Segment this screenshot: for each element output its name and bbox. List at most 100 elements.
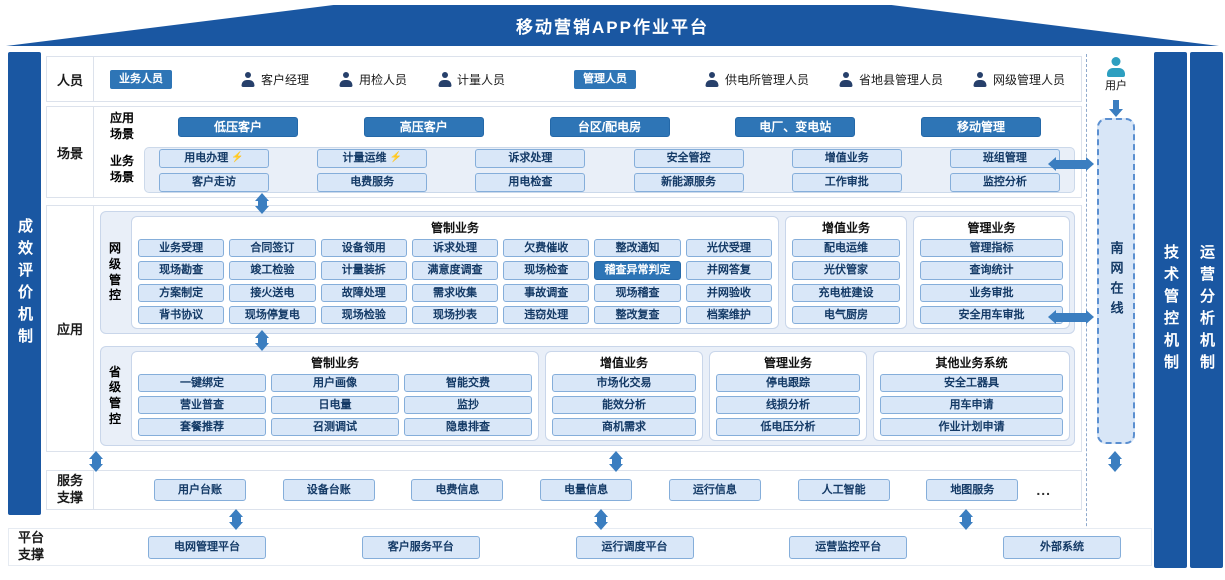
- net-regulated-chip: 背书协议: [138, 305, 225, 324]
- biz-scene-chip-label: 工作审批: [824, 175, 869, 188]
- net-valueadd-panel: 增值业务 配电运维光伏管家充电桩建设电气厨房: [785, 216, 907, 329]
- net-regulated-chip: 合同签订: [229, 239, 316, 258]
- net-regulated-chip-label: 背书协议: [159, 308, 204, 321]
- service-chip: 用户台账: [154, 479, 246, 501]
- net-regulated-chip: 需求收集: [411, 283, 499, 302]
- net-regulated-chip-label: 现场停复电: [244, 308, 300, 321]
- person-item: 客户经理: [241, 71, 309, 88]
- user-block: 用户: [1092, 57, 1140, 93]
- prov-management-chip-label: 低电压分析: [760, 421, 816, 433]
- net-regulated-chip-label: 方案制定: [159, 286, 204, 299]
- platform-chip: 客户服务平台: [361, 535, 480, 559]
- net-regulated-chip: 违窃处理: [503, 305, 590, 324]
- platform-chip-label: 客户服务平台: [387, 540, 454, 553]
- prov-valueadd-chip: 市场化交易: [552, 374, 696, 392]
- personnel-band: 人员 业务人员 客户经理用检人员计量人员 管理人员 供电所管理人员省地县管理人员…: [46, 56, 1082, 102]
- person-item: 省地县管理人员: [839, 71, 943, 88]
- net-valueadd-chip: 充电桩建设: [792, 283, 900, 302]
- platform-support-band: 平台支撑 电网管理平台客户服务平台运行调度平台运营监控平台外部系统: [8, 528, 1152, 566]
- net-regulated-chip-label: 满意度调查: [427, 264, 483, 277]
- prov-regulated-chip: 日电量: [271, 396, 399, 414]
- service-chips: 用户台账设备台账电费信息电量信息运行信息人工智能地图服务: [154, 479, 1019, 501]
- person-icon: [705, 72, 720, 87]
- business-staff-members: 客户经理用检人员计量人员: [241, 71, 505, 88]
- net-valueadd-chip-label: 充电桩建设: [818, 286, 874, 299]
- person-item-label: 省地县管理人员: [858, 72, 943, 87]
- biz-scene-chip: 班组管理: [949, 148, 1060, 168]
- net-management-chip-label: 业务审批: [969, 286, 1014, 299]
- net-management-grid: 管理指标查询统计业务审批安全用车审批: [920, 239, 1063, 324]
- updown-arrow-icon: [594, 509, 608, 530]
- net-regulated-chip: 现场稽查: [594, 283, 681, 302]
- updown-arrow-icon: [255, 193, 269, 214]
- tech-mechanism-label: 技术管控机制: [1162, 244, 1179, 376]
- service-chip: 设备台账: [282, 479, 375, 501]
- net-regulated-chip: 业务受理: [138, 239, 225, 258]
- net-regulated-chip-label: 欠费催收: [524, 242, 569, 255]
- person-item-label: 供电所管理人员: [724, 72, 809, 87]
- business-staff-tag: 业务人员: [110, 69, 172, 89]
- app-scene-row: 应用场景 低压客户高压客户台区/配电房电厂、变电站移动管理: [100, 111, 1075, 143]
- service-chip: 人工智能: [797, 479, 890, 501]
- app-scene-chip: 电厂、变电站: [735, 117, 856, 137]
- person-item: 网级管理人员: [973, 71, 1065, 88]
- prov-valueadd-chip: 商机需求: [552, 418, 696, 436]
- manager-staff-tag: 管理人员: [573, 69, 636, 89]
- net-regulated-grid: 业务受理合同签订设备领用诉求处理欠费催收整改通知光伏受理现场勘查竣工检验计量装拆…: [138, 239, 772, 324]
- user-icon: [1106, 57, 1126, 77]
- platform-chips: 电网管理平台客户服务平台运行调度平台运营监控平台外部系统: [53, 529, 1151, 565]
- updown-arrow-icon: [229, 509, 243, 530]
- net-management-panel: 管理业务 管理指标查询统计业务审批安全用车审批: [913, 216, 1070, 329]
- net-regulated-chip: 计量装拆: [320, 261, 407, 280]
- biz-scene-chip: 电费服务: [317, 172, 428, 192]
- service-chip: 运行信息: [668, 479, 761, 501]
- prov-valueadd-grid: 市场化交易能效分析商机需求: [552, 374, 696, 436]
- service-chip: 电量信息: [540, 479, 633, 501]
- prov-regulated-chip: 监抄: [404, 396, 532, 414]
- net-regulated-chip: 光伏受理: [685, 239, 772, 258]
- net-regulated-chip-label: 档案维护: [706, 308, 751, 321]
- net-valueadd-grid: 配电运维光伏管家充电桩建设电气厨房: [792, 239, 900, 324]
- updown-arrow-icon: [255, 330, 269, 351]
- updown-arrow-icon: [89, 451, 103, 472]
- net-regulated-chip: 接火送电: [229, 283, 316, 302]
- service-chip-label: 人工智能: [821, 484, 866, 496]
- platform-chip: 运行调度平台: [575, 535, 694, 559]
- prov-regulated-chip-label: 隐患排查: [446, 421, 490, 433]
- net-regulated-chip-label: 接火送电: [250, 286, 295, 299]
- prov-regulated-chip-label: 营业普查: [180, 399, 224, 411]
- prov-other-grid: 安全工器具用车申请作业计划申请: [880, 374, 1063, 436]
- prov-other-chip: 用车申请: [880, 396, 1063, 414]
- net-regulated-chip-label: 整改通知: [615, 242, 660, 255]
- person-icon: [241, 72, 256, 87]
- service-chip-label: 电费信息: [435, 484, 480, 496]
- biz-scene-chip-label: 客户走访: [192, 175, 236, 188]
- app-badge-icon: ⚡: [231, 152, 244, 163]
- updown-arrow-icon: [609, 451, 623, 472]
- prov-regulated-chip-label: 日电量: [318, 399, 352, 411]
- net-management-chip: 管理指标: [920, 239, 1063, 258]
- net-regulated-chip: 故障处理: [320, 283, 407, 302]
- platform-chip-label: 电网管理平台: [174, 540, 240, 553]
- prov-regulated-chip: 一键绑定: [138, 374, 266, 392]
- net-regulated-chip-label: 故障处理: [341, 286, 386, 299]
- net-regulated-chip: 竣工检验: [229, 261, 316, 280]
- net-regulated-chip: 设备领用: [320, 239, 407, 258]
- net-regulated-chip: 档案维护: [685, 305, 772, 324]
- net-regulated-chip: 现场抄表: [411, 305, 499, 324]
- more-ellipsis: ...: [1036, 482, 1051, 498]
- prov-management-chip: 低电压分析: [716, 418, 860, 436]
- person-item: 供电所管理人员: [705, 71, 809, 88]
- prov-management-chip: 线损分析: [716, 396, 860, 414]
- net-regulated-chip: 满意度调查: [411, 261, 499, 280]
- app-scene-chip: 移动管理: [921, 117, 1041, 137]
- prov-other-chip-label: 作业计划申请: [938, 421, 1005, 433]
- net-regulated-chip-label: 稽查异常判定: [604, 264, 671, 277]
- app-scene-chip: 高压客户: [363, 117, 484, 137]
- net-regulated-chip-label: 并网验收: [706, 286, 751, 299]
- prov-regulated-chip: 智能交费: [404, 374, 532, 392]
- net-regulated-chip-label: 事故调查: [524, 286, 569, 299]
- prov-other-systems-panel: 其他业务系统 安全工器具用车申请作业计划申请: [873, 351, 1070, 441]
- prov-other-chip-label: 安全工器具: [944, 377, 999, 389]
- service-chip-label: 运行信息: [692, 484, 737, 496]
